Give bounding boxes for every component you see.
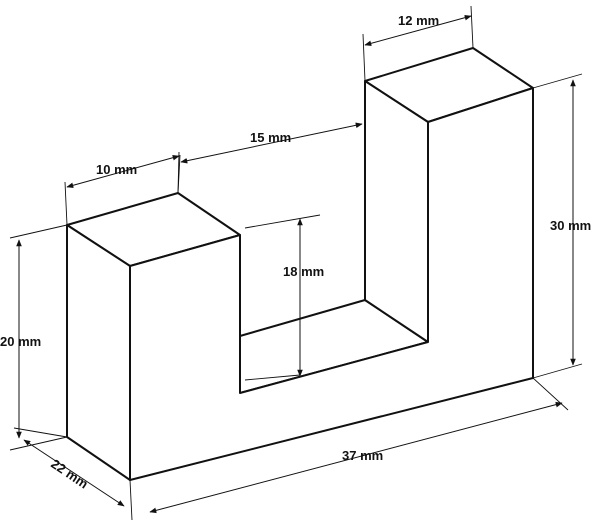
dim-line-depth xyxy=(23,439,125,507)
extension-lines xyxy=(9,5,583,521)
label-gap-width: 15 mm xyxy=(250,130,291,145)
label-total-length: 37 mm xyxy=(342,448,383,463)
dim-line-top-right-width xyxy=(364,14,472,47)
label-left-height: 20 mm xyxy=(0,334,41,349)
label-inner-height: 18 mm xyxy=(283,264,324,279)
dimension-lines xyxy=(16,14,576,514)
dim-line-gap-width xyxy=(180,122,363,164)
front-u-face xyxy=(129,87,534,481)
label-top-right-width: 12 mm xyxy=(398,13,439,28)
label-depth: 22 mm xyxy=(48,456,91,491)
label-top-left-width: 10 mm xyxy=(96,162,137,177)
dim-line-top-left-width xyxy=(66,154,180,189)
left-tower-side-face xyxy=(66,224,131,481)
dim-line-total-length xyxy=(149,401,563,514)
label-right-height: 30 mm xyxy=(550,218,591,233)
slot-inner-wall xyxy=(364,80,429,343)
